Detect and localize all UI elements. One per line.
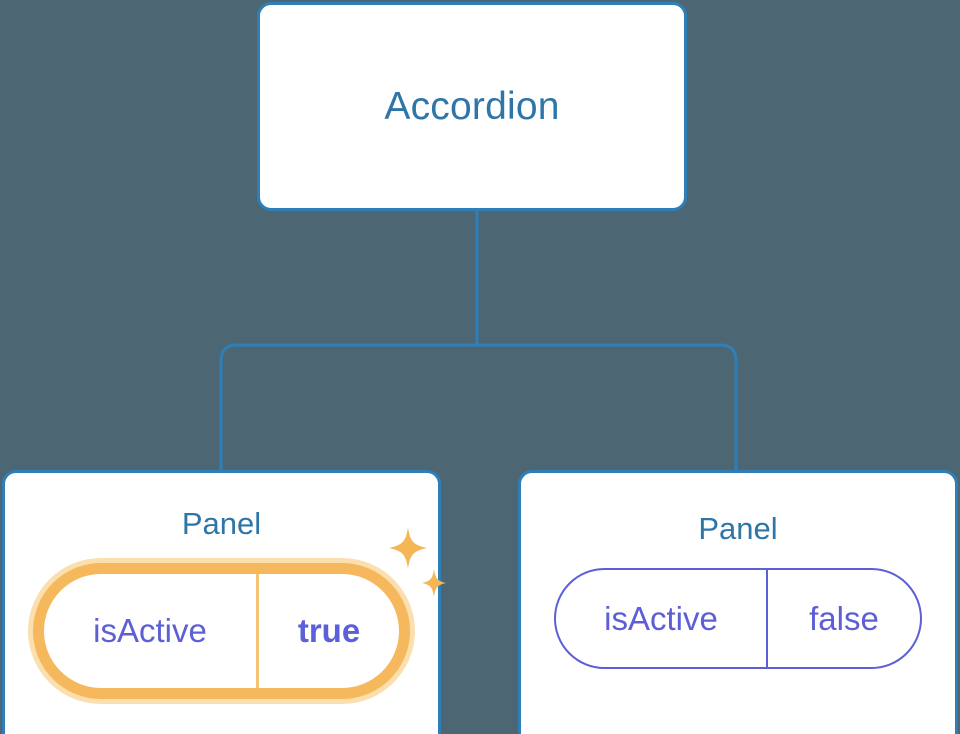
sparkle-large-icon <box>389 527 427 569</box>
prop-pill-wrapper-left: isActive true <box>33 527 446 699</box>
sparkle-small-icon <box>422 569 446 597</box>
node-panel-right-label: Panel <box>698 511 778 546</box>
prop-key-isactive: isActive <box>44 574 259 688</box>
node-accordion[interactable]: Accordion <box>257 2 687 211</box>
node-panel-left[interactable]: Panel isActive true <box>2 470 446 734</box>
prop-pill-isactive-false[interactable]: isActive false <box>554 568 922 669</box>
node-panel-left-label: Panel <box>181 506 262 541</box>
connector-branch <box>219 343 738 470</box>
prop-pill-wrapper-right: isActive false <box>554 568 922 669</box>
prop-key-isactive: isActive <box>556 570 768 667</box>
prop-pill-isactive-true[interactable]: isActive true <box>33 563 410 699</box>
node-accordion-label: Accordion <box>384 85 560 128</box>
prop-value-false: false <box>809 599 879 637</box>
node-panel-right[interactable]: Panel isActive false <box>518 470 958 734</box>
prop-value-true: true <box>297 612 361 649</box>
